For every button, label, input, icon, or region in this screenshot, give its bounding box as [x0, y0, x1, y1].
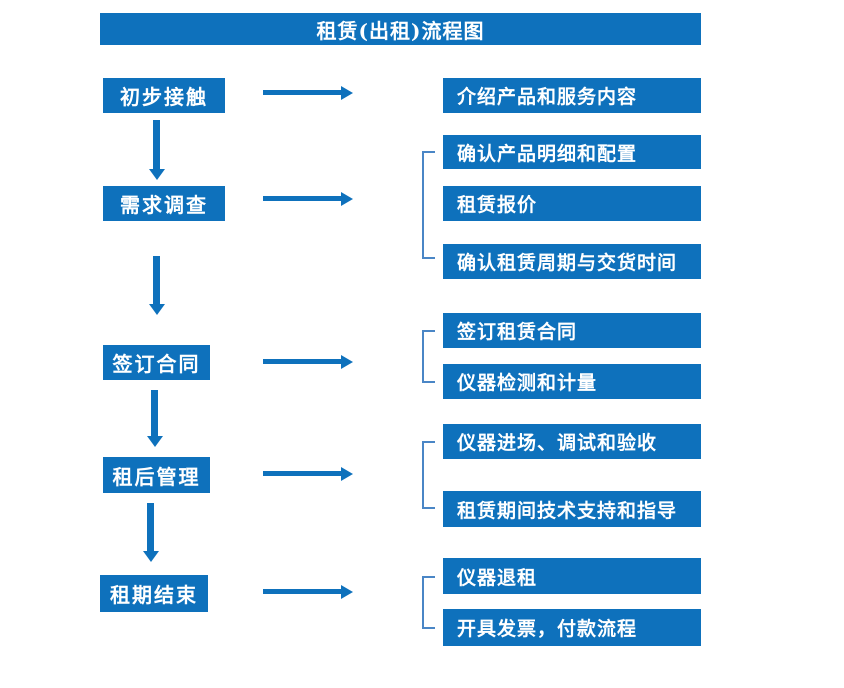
detail-box-invoice-payment: 开具发票，付款流程	[443, 609, 701, 646]
detail-box-instrument-testing: 仪器检测和计量	[443, 364, 701, 399]
down-arrow-icon	[149, 120, 165, 180]
right-arrow-icon	[263, 467, 353, 481]
step-box-initial-contact: 初步接触	[103, 78, 225, 113]
down-arrow-icon	[143, 503, 159, 562]
right-arrow-icon	[263, 585, 353, 599]
detail-box-instrument-return: 仪器退租	[443, 558, 701, 594]
detail-box-rental-quote: 租赁报价	[443, 186, 701, 221]
flowchart-title: 租赁(出租)流程图	[100, 13, 701, 45]
group-bracket-icon	[422, 330, 435, 383]
detail-box-sign-rental-contract: 签订租赁合同	[443, 313, 701, 348]
step-box-demand-survey: 需求调查	[103, 186, 225, 221]
down-arrow-icon	[149, 256, 165, 315]
step-box-sign-contract: 签订合同	[103, 345, 210, 380]
group-bracket-icon	[422, 151, 435, 259]
detail-box-instrument-setup-acceptance: 仪器进场、调试和验收	[443, 424, 701, 459]
right-arrow-icon	[263, 86, 353, 100]
right-arrow-icon	[263, 355, 353, 369]
group-bracket-icon	[422, 441, 435, 509]
detail-box-confirm-product-config: 确认产品明细和配置	[443, 135, 701, 169]
step-box-post-rental-management: 租后管理	[103, 457, 210, 493]
detail-box-confirm-period-delivery: 确认租赁周期与交货时间	[443, 244, 701, 279]
detail-box-tech-support: 租赁期间技术支持和指导	[443, 491, 701, 527]
group-bracket-icon	[422, 576, 435, 629]
step-box-rental-end: 租期结束	[100, 575, 208, 612]
right-arrow-icon	[263, 192, 353, 206]
down-arrow-icon	[147, 390, 163, 447]
detail-box-introduce-products: 介绍产品和服务内容	[443, 78, 701, 113]
